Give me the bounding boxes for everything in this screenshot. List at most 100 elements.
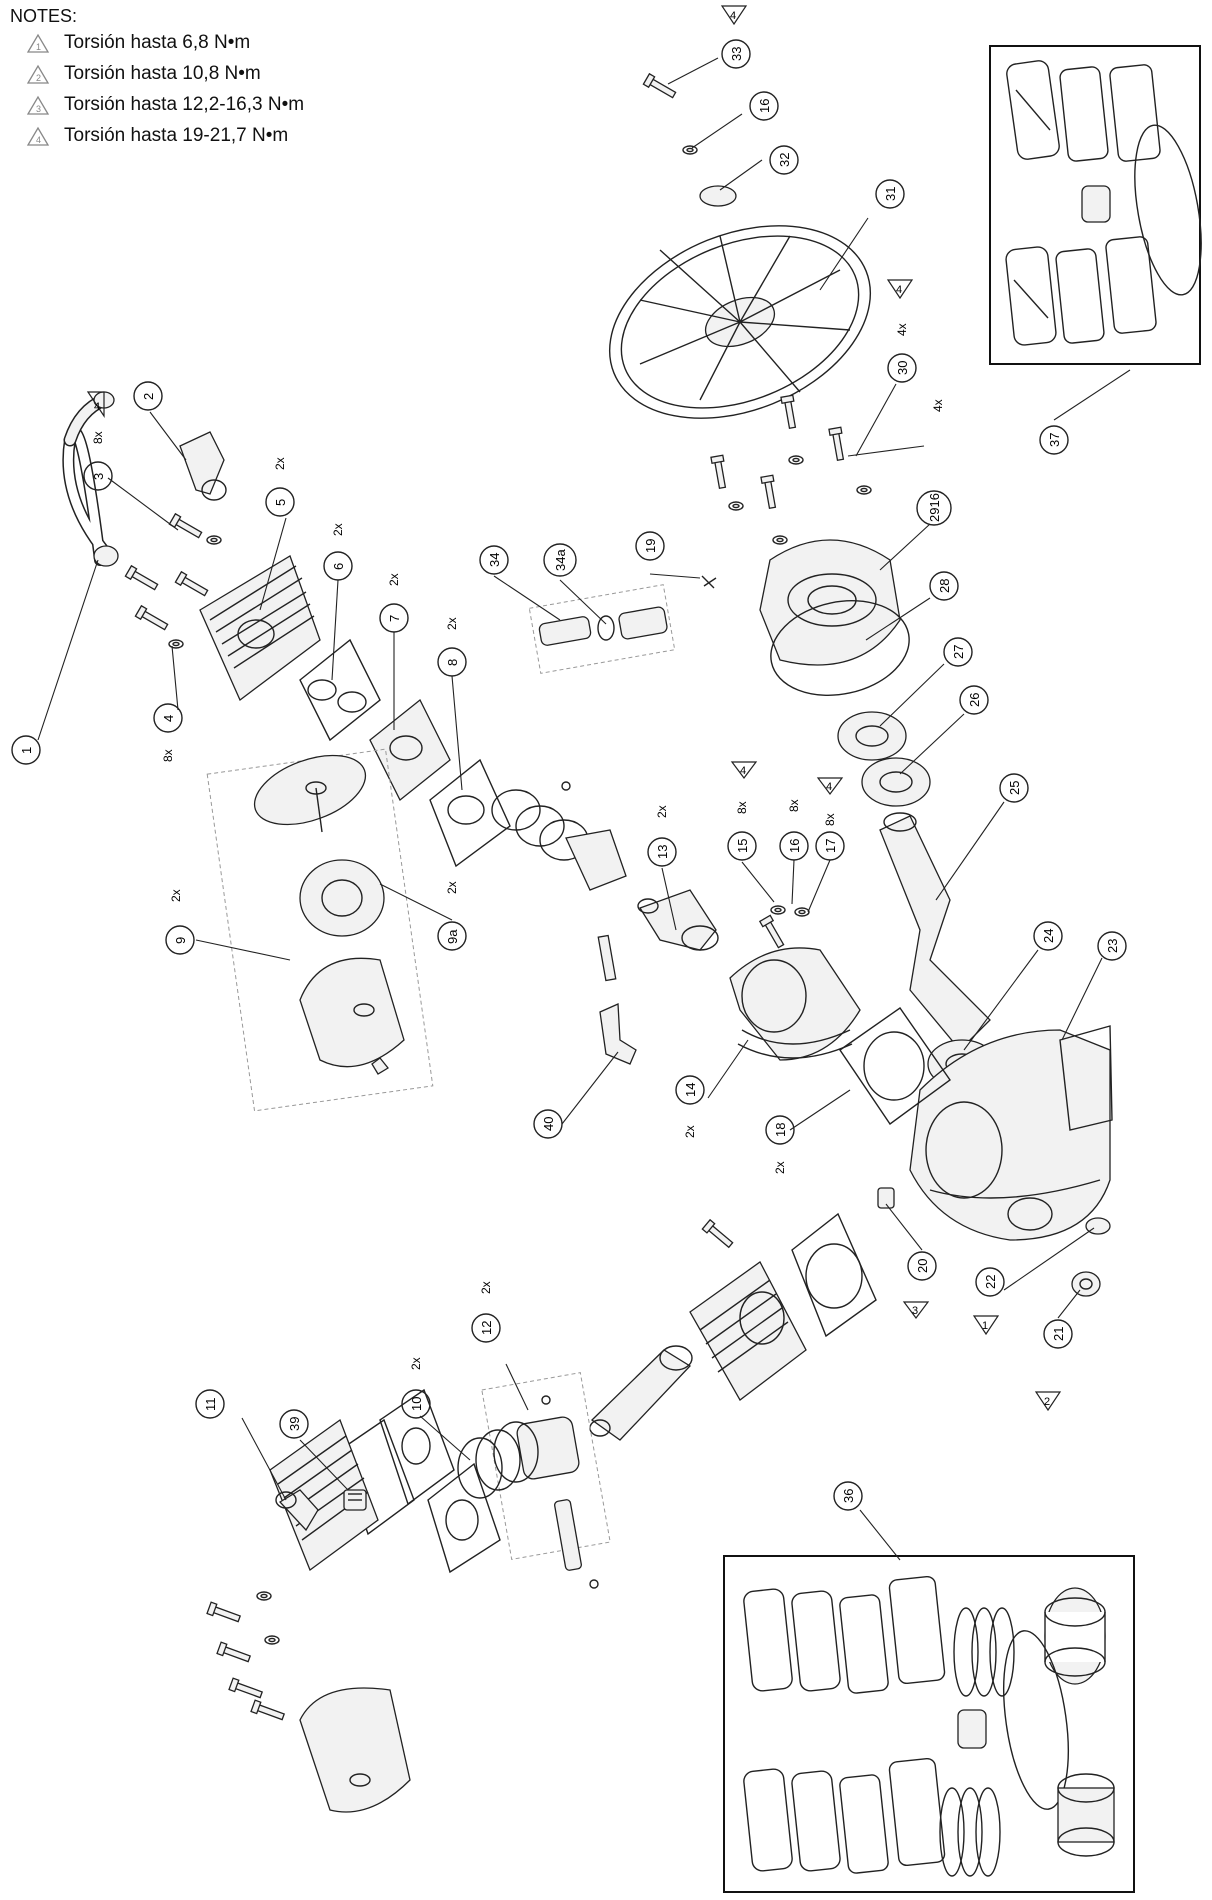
lower-air-filter	[299, 1687, 411, 1813]
callout-34a: 34a	[543, 543, 577, 577]
callout-13: 13	[647, 837, 677, 867]
torque-triangle-icon: 3	[26, 95, 50, 115]
callout-9: 9	[165, 925, 195, 955]
note-text-4: Torsión hasta 19-21,7 N•m	[64, 125, 289, 146]
svg-text:22: 22	[983, 1275, 998, 1289]
svg-text:37: 37	[1047, 433, 1062, 447]
qty-18: 2x	[773, 1161, 787, 1174]
lower-connecting-rod	[589, 1345, 693, 1441]
qty-15: 8x	[735, 801, 749, 814]
callout-15: 15	[727, 831, 757, 861]
qty-31: 4x	[931, 399, 945, 412]
svg-text:27: 27	[951, 645, 966, 659]
leader-lines	[37, 57, 1131, 1561]
svg-text:10: 10	[409, 1397, 424, 1411]
cylinder-14	[729, 947, 861, 1061]
svg-text:4: 4	[94, 401, 100, 413]
callout-40: 40	[533, 1109, 563, 1139]
head-gasket-6	[299, 638, 381, 742]
callout-1: 1	[11, 735, 41, 765]
qty-10: 2x	[409, 1357, 423, 1370]
callout-16-mid: 16	[779, 831, 809, 861]
quantity-labels: 8x 8x 2x 2x 2x 2x 2x 2x 2x 2x 2x 2x 8x 8…	[91, 323, 945, 1370]
svg-text:2: 2	[36, 73, 41, 83]
callout-21: 21	[1043, 1319, 1073, 1349]
callout-28: 28	[929, 571, 959, 601]
cylinder-bolts-17	[759, 905, 810, 950]
svg-text:9a: 9a	[445, 929, 460, 944]
torque-triangle-15: 4	[730, 761, 758, 779]
svg-text:28: 28	[937, 579, 952, 593]
qty-17: 8x	[823, 813, 837, 826]
torque-triangle-20: 3	[902, 1301, 930, 1319]
svg-text:11: 11	[203, 1398, 218, 1412]
fitting-39	[343, 1489, 367, 1511]
note-text-3: Torsión hasta 12,2-16,3 N•m	[64, 94, 305, 115]
svg-text:24: 24	[1041, 929, 1056, 943]
air-filter-9	[253, 754, 405, 1075]
oil-plug-21	[1071, 1271, 1101, 1297]
qty-4: 8x	[161, 749, 175, 762]
callout-12: 12	[471, 1313, 501, 1343]
piston-group-12-box	[481, 1372, 611, 1560]
note-row-2: 2 Torsión hasta 10,8 N•m	[26, 63, 261, 85]
note-row-3: 3 Torsión hasta 12,2-16,3 N•m	[26, 94, 304, 116]
qty-5: 2x	[273, 457, 287, 470]
notes-title: NOTES:	[10, 6, 78, 26]
lower-cylinder-gasket	[791, 1212, 877, 1338]
svg-text:4: 4	[826, 781, 832, 793]
callout-3: 3	[83, 461, 113, 491]
callout-5: 5	[265, 487, 295, 517]
torque-triangle-33: 4	[720, 5, 748, 26]
crankshaft-25	[879, 812, 991, 1051]
crankcase-23	[909, 1025, 1113, 1241]
svg-text:4: 4	[161, 715, 176, 722]
breather-20	[877, 1187, 895, 1209]
note-row-1: 1 Torsión hasta 6,8 N•m	[26, 32, 250, 54]
discharge-tube-1	[62, 391, 119, 567]
svg-text:34a: 34a	[553, 549, 568, 571]
valve-gasket-8	[429, 758, 511, 868]
note-text-1: Torsión hasta 6,8 N•m	[64, 32, 251, 53]
qty-12: 2x	[479, 1281, 493, 1294]
callout-11: 11	[195, 1389, 225, 1419]
callout-32: 32	[769, 145, 799, 175]
svg-text:8: 8	[445, 659, 460, 666]
flywheel-washer-32	[699, 185, 737, 207]
svg-text:9: 9	[173, 937, 188, 944]
callout-20: 20	[907, 1251, 937, 1281]
svg-text:4: 4	[730, 10, 736, 22]
qty-7: 2x	[387, 573, 401, 586]
callout-2: 2	[133, 381, 163, 411]
svg-text:4: 4	[36, 135, 41, 145]
torque-triangle-2: 4	[86, 391, 105, 418]
torque-triangle-22: 1	[972, 1315, 1000, 1336]
callout-7: 7	[379, 603, 409, 633]
callout-22: 22	[975, 1267, 1005, 1297]
callout-30: 30	[887, 353, 917, 383]
svg-text:2916: 2916	[927, 493, 942, 522]
svg-text:12: 12	[479, 1321, 494, 1335]
cylinder-gasket-18	[839, 1007, 951, 1125]
callout-27: 27	[943, 637, 973, 667]
svg-text:30: 30	[895, 361, 910, 375]
qty-6: 2x	[331, 523, 345, 536]
connecting-rod-13	[637, 889, 719, 951]
torque-triangle-icon: 1	[26, 33, 50, 53]
svg-text:25: 25	[1007, 781, 1022, 795]
lower-valve-gasket	[427, 1462, 501, 1574]
gasket-kit-36-parts	[743, 1575, 1115, 1877]
callout-18: 18	[765, 1115, 795, 1145]
svg-text:15: 15	[735, 839, 750, 853]
note-text-2: Torsión hasta 10,8 N•m	[64, 63, 261, 84]
svg-text:23: 23	[1105, 939, 1120, 953]
head-bolts-4	[124, 565, 210, 649]
callout-25: 25	[999, 773, 1029, 803]
callout-39: 39	[279, 1409, 309, 1439]
svg-text:3: 3	[36, 104, 41, 114]
svg-text:16: 16	[757, 99, 772, 113]
torque-triangle-17: 4	[816, 777, 844, 795]
callout-9a: 9a	[437, 921, 467, 951]
qty-14: 2x	[683, 1125, 697, 1138]
callout-8: 8	[437, 647, 467, 677]
